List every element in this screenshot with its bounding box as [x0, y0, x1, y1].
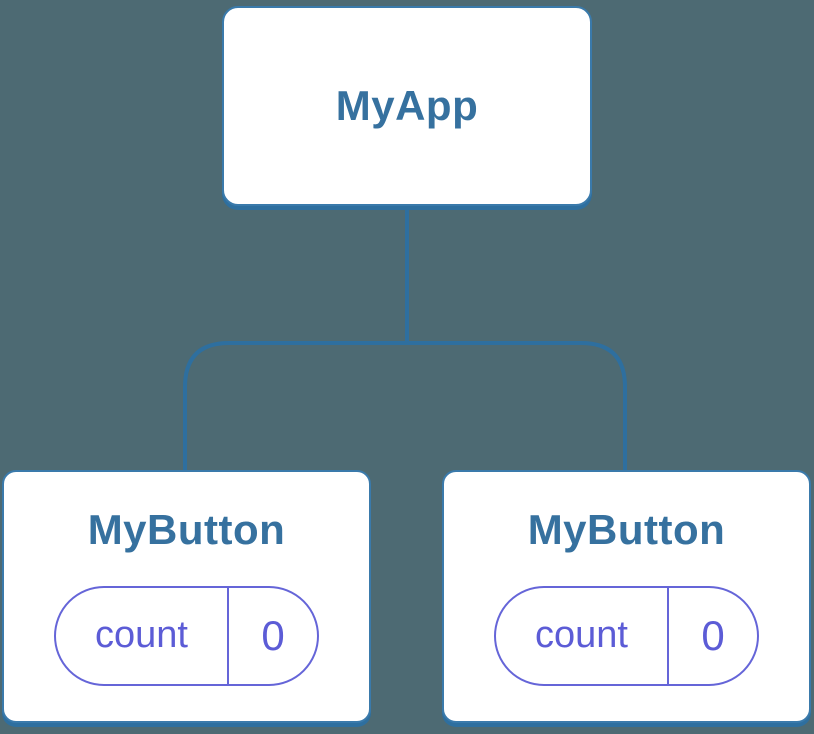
component-node-myapp: MyApp [222, 6, 592, 206]
state-value: 0 [227, 587, 317, 684]
state-pill: count 0 [54, 585, 319, 686]
state-pill: count 0 [494, 585, 759, 686]
component-label: MyButton [527, 506, 726, 554]
state-key: count [95, 614, 188, 657]
component-node-mybutton-right: MyButton count 0 [442, 470, 811, 723]
component-label: MyApp [335, 81, 479, 129]
component-label: MyButton [87, 506, 286, 554]
state-key: count [535, 614, 628, 657]
connector-branch-line [183, 341, 627, 472]
component-node-mybutton-left: MyButton count 0 [2, 470, 371, 723]
state-value: 0 [667, 587, 757, 684]
